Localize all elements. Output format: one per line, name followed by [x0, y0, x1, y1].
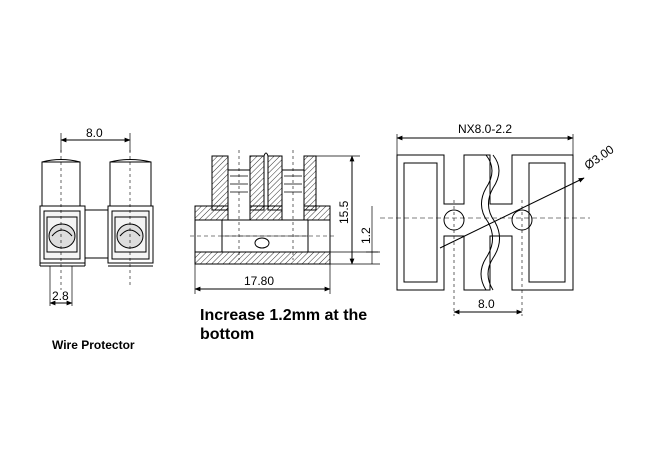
note-caption: Increase 1.2mm at the bottom [200, 307, 368, 343]
pitch-right-label: 8.0 [478, 297, 495, 311]
height-label: 15.5 [337, 200, 351, 224]
bottom-raise-label: 1.2 [359, 227, 373, 244]
pitch-left-label: 8.0 [86, 126, 103, 140]
wire-width-label: 2.8 [52, 289, 69, 303]
length-label: 17.80 [244, 274, 274, 288]
front-view [39, 133, 154, 306]
diameter-label: Ø3.00 [582, 142, 617, 172]
model-label: NX8.0-2.2 [458, 122, 512, 136]
section-view [190, 150, 380, 294]
wire-protector-caption: Wire Protector [52, 338, 135, 352]
plan-view [380, 134, 590, 316]
